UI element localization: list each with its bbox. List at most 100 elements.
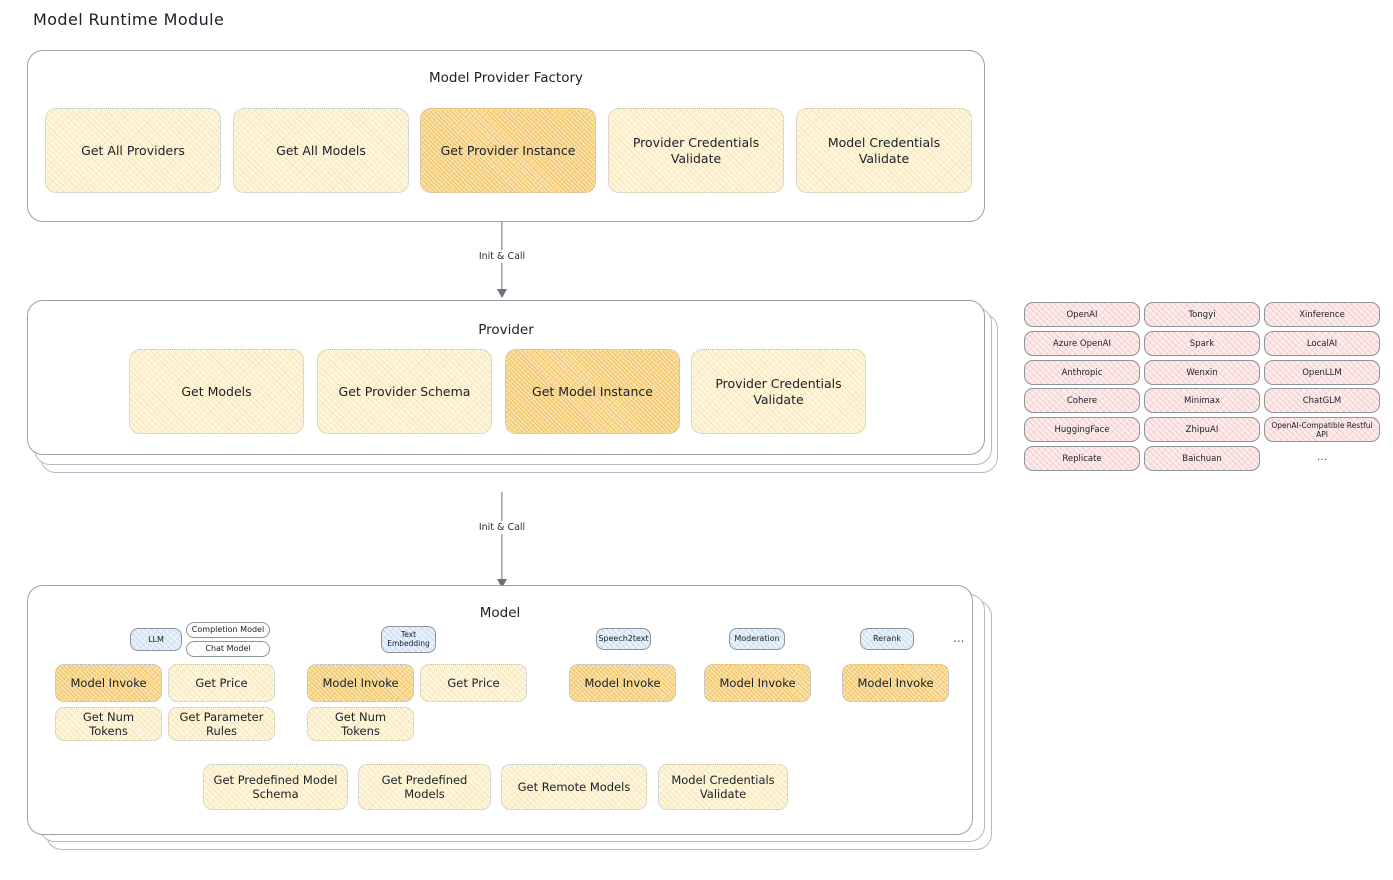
chip-label: Anthropic	[1061, 367, 1103, 378]
provider-chip-spark[interactable]: Spark	[1144, 331, 1260, 356]
chip-label: HuggingFace	[1054, 424, 1110, 435]
model-type-pill-moderation[interactable]: Moderation	[729, 628, 785, 650]
model-title: Model	[479, 605, 521, 621]
provider-title: Provider	[478, 322, 534, 338]
card-label: Model Invoke	[584, 675, 661, 690]
llm-method-get-price[interactable]: Get Price	[168, 664, 275, 702]
card-label: Provider Credentials Validate	[632, 134, 760, 166]
arrowhead-icon	[497, 289, 507, 298]
provider-card-provider-credentials-validate[interactable]: Provider Credentials Validate	[691, 349, 866, 434]
pill-label: Text Embedding	[387, 629, 430, 648]
card-label: Get Provider Instance	[440, 142, 576, 158]
factory-card-get-provider-instance[interactable]: Get Provider Instance	[420, 108, 596, 193]
model-common-get-predefined-model-schema[interactable]: Get Predefined Model Schema	[203, 764, 348, 810]
provider-chip-zhipuai[interactable]: ZhipuAI	[1144, 417, 1260, 442]
provider-chip-wenxin[interactable]: Wenxin	[1144, 360, 1260, 385]
chip-label: Minimax	[1184, 395, 1220, 406]
connector-factory-to-provider: Init & Call	[462, 222, 542, 298]
provider-chip-chatglm[interactable]: ChatGLM	[1264, 388, 1380, 413]
card-label: Get Parameter Rules	[179, 709, 264, 738]
llm-method-get-parameter-rules[interactable]: Get Parameter Rules	[168, 707, 275, 741]
model-common-get-remote-models[interactable]: Get Remote Models	[501, 764, 647, 810]
card-label: Get Predefined Models	[381, 772, 468, 801]
chip-label: LocalAI	[1306, 338, 1338, 349]
provider-chip-localai[interactable]: LocalAI	[1264, 331, 1380, 356]
provider-list-more: ...	[1316, 450, 1328, 463]
connector-label: Init & Call	[473, 521, 531, 534]
model-type-pill-rerank[interactable]: Rerank	[860, 628, 914, 650]
chip-label: Tongyi	[1188, 309, 1216, 320]
provider-chip-tongyi[interactable]: Tongyi	[1144, 302, 1260, 327]
card-label: Get Num Tokens	[82, 709, 135, 738]
provider-chip-azure-openai[interactable]: Azure OpenAI	[1024, 331, 1140, 356]
llm-method-model-invoke[interactable]: Model Invoke	[55, 664, 162, 702]
card-label: Get All Providers	[81, 142, 185, 158]
card-label: Model Invoke	[857, 675, 934, 690]
card-label: Provider Credentials Validate	[715, 375, 842, 407]
provider-chip-cohere[interactable]: Cohere	[1024, 388, 1140, 413]
factory-card-get-all-providers[interactable]: Get All Providers	[45, 108, 221, 193]
provider-card-get-model-instance[interactable]: Get Model Instance	[505, 349, 680, 434]
provider-chip-openai-compatible-restful-api[interactable]: OpenAI-Compatible Restful API	[1264, 417, 1380, 442]
factory-card-get-all-models[interactable]: Get All Models	[233, 108, 409, 193]
model-type-pill-text-embedding[interactable]: Text Embedding	[381, 626, 436, 653]
model-type-pill-llm[interactable]: LLM	[130, 628, 182, 651]
connector-line	[501, 492, 503, 580]
card-label: Get Models	[181, 383, 252, 399]
rerank-method-model-invoke[interactable]: Model Invoke	[842, 664, 949, 702]
provider-chip-openai[interactable]: OpenAI	[1024, 302, 1140, 327]
model-common-model-credentials-validate[interactable]: Model Credentials Validate	[658, 764, 788, 810]
model-type-pill-speech2text[interactable]: Speech2text	[596, 628, 651, 650]
provider-chip-baichuan[interactable]: Baichuan	[1144, 446, 1260, 471]
provider-panel: Provider Get Models Get Provider Schema …	[27, 300, 985, 455]
provider-chip-anthropic[interactable]: Anthropic	[1024, 360, 1140, 385]
card-label: Get Num Tokens	[334, 709, 387, 738]
card-label: Model Credentials Validate	[827, 134, 941, 166]
model-types-more: ...	[953, 631, 965, 645]
provider-chip-openllm[interactable]: OpenLLM	[1264, 360, 1380, 385]
moderation-method-model-invoke[interactable]: Model Invoke	[704, 664, 811, 702]
chip-label: Baichuan	[1182, 453, 1222, 464]
card-label: Model Invoke	[322, 675, 399, 690]
card-label: Get Predefined Model Schema	[213, 772, 338, 801]
provider-chip-xinference[interactable]: Xinference	[1264, 302, 1380, 327]
text-embedding-method-get-price[interactable]: Get Price	[420, 664, 527, 702]
pill-label: Speech2text	[598, 634, 649, 644]
card-label: Get Provider Schema	[338, 383, 471, 399]
chip-label: Replicate	[1062, 453, 1102, 464]
chip-label: Spark	[1189, 338, 1215, 349]
model-provider-factory-panel: Model Provider Factory Get All Providers…	[27, 50, 985, 222]
text-embedding-method-model-invoke[interactable]: Model Invoke	[307, 664, 414, 702]
chip-label: Xinference	[1299, 309, 1345, 320]
page-title: Model Runtime Module	[33, 10, 225, 29]
provider-card-get-provider-schema[interactable]: Get Provider Schema	[317, 349, 492, 434]
model-panel: Model LLM Completion Model Chat Model Mo…	[27, 585, 973, 835]
card-label: Get Model Instance	[532, 383, 653, 399]
factory-card-provider-credentials-validate[interactable]: Provider Credentials Validate	[608, 108, 784, 193]
card-label: Model Invoke	[719, 675, 796, 690]
provider-chip-replicate[interactable]: Replicate	[1024, 446, 1140, 471]
model-common-get-predefined-models[interactable]: Get Predefined Models	[358, 764, 491, 810]
arrowhead-icon	[497, 579, 507, 588]
connector-label: Init & Call	[473, 250, 531, 263]
factory-card-model-credentials-validate[interactable]: Model Credentials Validate	[796, 108, 972, 193]
provider-chip-minimax[interactable]: Minimax	[1144, 388, 1260, 413]
pill-label: Moderation	[734, 634, 780, 644]
card-label: Get Price	[447, 675, 500, 690]
provider-list: OpenAI Azure OpenAI Anthropic Cohere Hug…	[1024, 300, 1380, 475]
provider-card-get-models[interactable]: Get Models	[129, 349, 304, 434]
speech2text-method-model-invoke[interactable]: Model Invoke	[569, 664, 676, 702]
model-subtype-pill-chat-model[interactable]: Chat Model	[186, 641, 270, 657]
card-label: Get Price	[195, 675, 248, 690]
card-label: Model Invoke	[70, 675, 147, 690]
chip-label: OpenAI-Compatible Restful API	[1271, 420, 1373, 439]
llm-method-get-num-tokens[interactable]: Get Num Tokens	[55, 707, 162, 741]
chip-label: Wenxin	[1186, 367, 1218, 378]
pill-label: Completion Model	[191, 625, 265, 635]
chip-label: Azure OpenAI	[1053, 338, 1111, 349]
pill-label: LLM	[148, 634, 164, 644]
text-embedding-method-get-num-tokens[interactable]: Get Num Tokens	[307, 707, 414, 741]
chip-label: OpenLLM	[1302, 367, 1342, 378]
provider-chip-huggingface[interactable]: HuggingFace	[1024, 417, 1140, 442]
model-subtype-pill-completion-model[interactable]: Completion Model	[186, 622, 270, 638]
